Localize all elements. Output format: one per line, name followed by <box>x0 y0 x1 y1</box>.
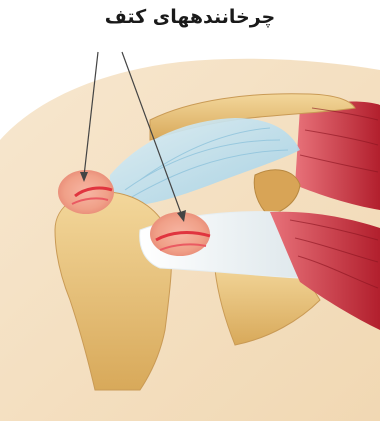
caption-label: چرخانندههای کتف <box>0 6 380 28</box>
